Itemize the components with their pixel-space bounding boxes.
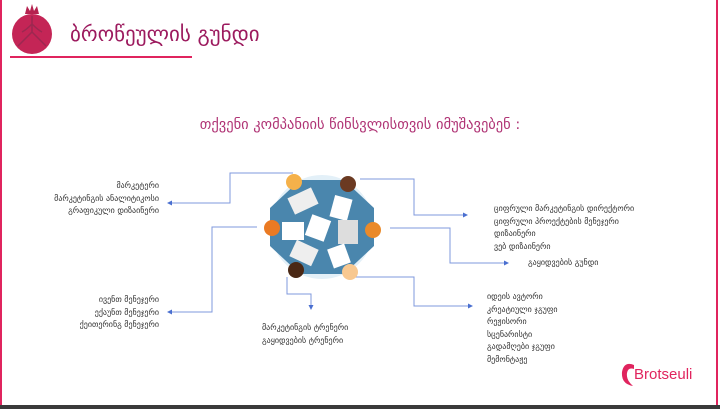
- left-border: [0, 0, 2, 405]
- role-item: ექაუნთ მენეჯერი: [94, 307, 159, 317]
- role-item: მარკეტერი: [116, 181, 159, 190]
- connector-training: [286, 277, 314, 310]
- connector-creative: [355, 276, 473, 309]
- role-item: ქეითერინგ მენეჯერი: [79, 320, 159, 329]
- connector-marketing: [167, 172, 293, 206]
- role-item: მემონტაჟე: [487, 354, 528, 364]
- role-item: სცენარისტი: [487, 329, 533, 339]
- role-item: იდეის ავტორი: [487, 292, 543, 301]
- connector-digital: [360, 178, 468, 218]
- connector-sales: [390, 227, 509, 266]
- sales-group: გაყიდვების გუნდი: [528, 257, 598, 270]
- role-item: გაყიდვების გუნდი: [528, 258, 599, 267]
- role-item: გადამღები ჯგუფი: [487, 342, 555, 351]
- role-item: ციფრული მარკეტინგის დირექტორი: [494, 204, 635, 213]
- role-item: ციფრული პროექტების მენეჯერი: [494, 216, 619, 226]
- role-item: ივენთ მენეჯერი: [98, 295, 159, 304]
- role-item: მარკეტინგის ანალიტიკოსი: [54, 193, 159, 203]
- page-title: ბროწეულის გუნდი: [70, 22, 260, 46]
- role-item: კრეატიული ჯგუფი: [487, 304, 558, 314]
- role-item: გრაფიკული დიზაინერი: [68, 206, 159, 215]
- role-item: მარკეტინგის ტრენერი: [262, 323, 349, 332]
- pomegranate-logo-icon: [12, 4, 52, 54]
- connector-events: [167, 226, 257, 315]
- team-meeting-illustration: [264, 174, 381, 280]
- brotseuli-logo-icon: [621, 363, 634, 386]
- training-group: მარკეტინგის ტრენერი გაყიდვების ტრენერი: [262, 322, 348, 347]
- brand-name: Brotseuli: [634, 366, 693, 383]
- subtitle: თქვენი კომპანიის წინსვლისთვის იმუშავებენ…: [199, 117, 521, 133]
- bottom-bar: [0, 405, 720, 409]
- creative-group: იდეის ავტორი კრეატიული ჯგუფი რეჟისორი სც…: [487, 291, 558, 366]
- role-item: ვებ დიზაინერი: [494, 241, 551, 251]
- events-group: ივენთ მენეჯერი ექაუნთ მენეჯერი ქეითერინგ…: [80, 294, 159, 332]
- role-item: გაყიდვების ტრენერი: [262, 335, 344, 345]
- right-border: [716, 0, 718, 405]
- marketing-group: მარკეტერი მარკეტინგის ანალიტიკოსი გრაფიკ…: [54, 180, 159, 218]
- role-item: რეჟისორი: [487, 317, 527, 326]
- title-underline: [10, 56, 192, 58]
- digital-group: ციფრული მარკეტინგის დირექტორი ციფრული პრ…: [494, 203, 634, 253]
- role-item: დიზაინერი: [494, 229, 536, 238]
